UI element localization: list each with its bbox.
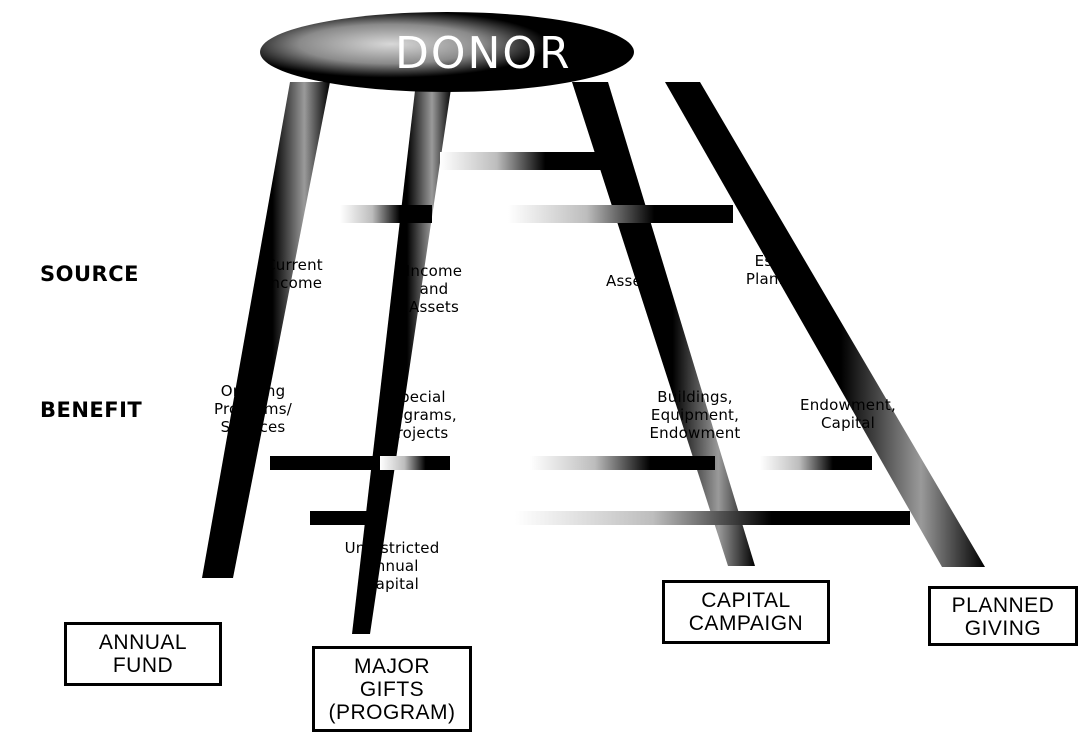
source-major: Income and Assets [405,262,463,316]
stool-seat [260,12,634,92]
box-annual-fund: ANNUAL FUND [64,622,222,686]
rung-lower-mid [380,456,450,470]
rung-bottom-left [310,511,372,525]
leg-capital-campaign [572,82,755,566]
row-label-source: SOURCE [40,262,139,286]
benefit-annual: Ongoing Programs/ Services [214,382,292,436]
source-planned: Estate Planning [745,252,813,288]
box-planned-giving: PLANNED GIVING [928,586,1078,646]
benefit-planned: Endowment, Capital [800,396,896,432]
rung-bottom-right [515,511,910,525]
leg-annual-fund [202,82,330,578]
box-major-gifts: MAJOR GIFTS (PROGRAM) [312,646,472,732]
rung-upper-back [440,152,602,170]
note-unrestricted: Unrestricted Annual Capital [344,539,440,593]
rung-upper-right [508,205,733,223]
benefit-capital: Buildings, Equipment, Endowment [649,388,741,442]
rung-lower-right2 [760,456,872,470]
rung-lower-left [270,456,378,470]
rung-upper-left [340,205,432,223]
box-capital-campaign: CAPITAL CAMPAIGN [662,580,830,644]
rung-lower-right1 [530,456,715,470]
source-annual: Current Income [265,256,323,292]
source-capital: Assets [605,272,657,290]
leg-planned-giving [665,82,985,567]
donor-title: DONOR [395,28,572,79]
benefit-major: Special Programs, Projects [379,388,457,442]
row-label-benefit: BENEFIT [40,398,143,422]
